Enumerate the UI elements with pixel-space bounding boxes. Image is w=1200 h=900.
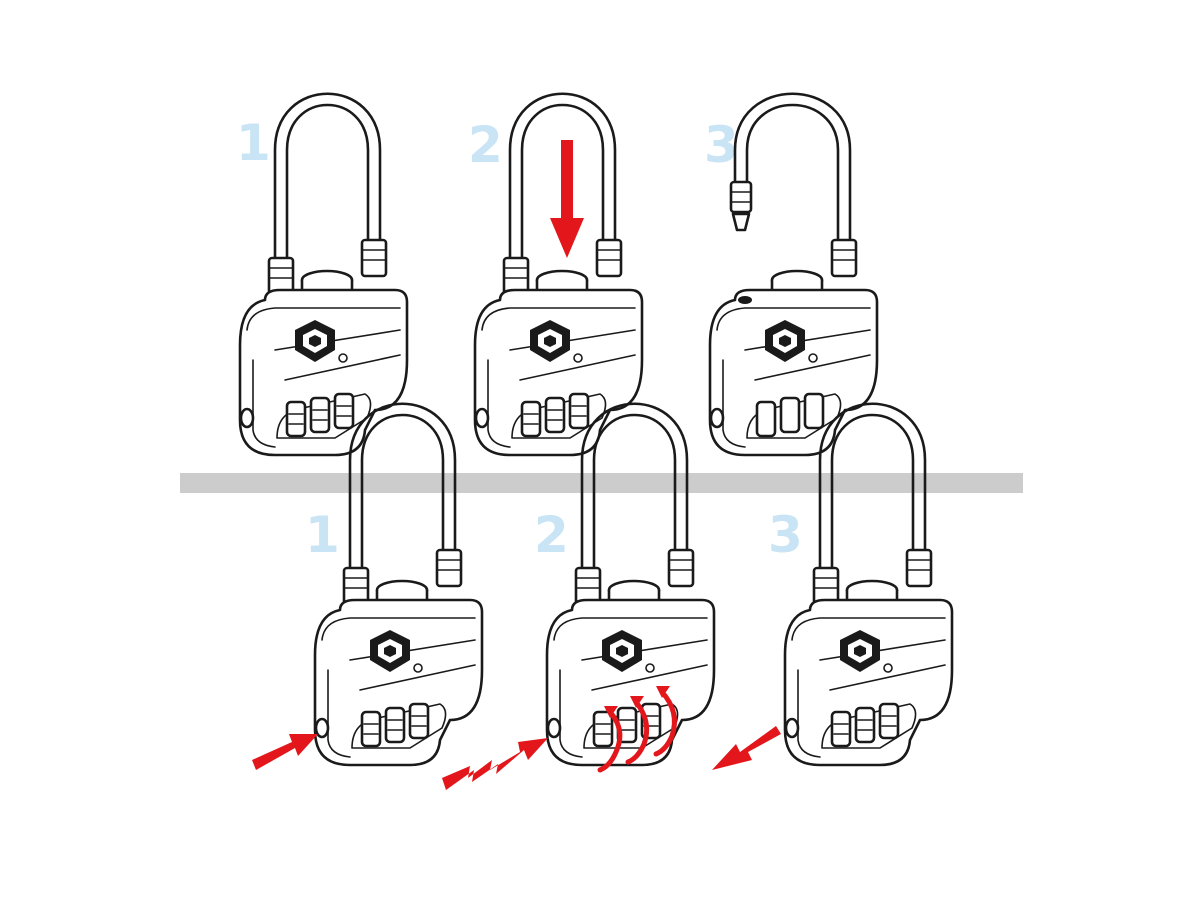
top-step-3-number: 3 — [704, 116, 739, 174]
push-pin-arrow-icon — [252, 734, 318, 770]
top-step-1-number: 1 — [236, 114, 271, 172]
row-divider — [180, 473, 1023, 493]
padlock-icon — [783, 402, 954, 767]
bottom-step-1-number: 1 — [305, 506, 340, 564]
padlock-icon — [545, 402, 716, 767]
release-pin-arrow-icon — [712, 726, 781, 770]
padlock-icon — [313, 402, 484, 767]
padlock-icon — [708, 92, 879, 457]
press-down-arrow-icon — [550, 140, 584, 258]
hold-pin-zigzag-arrow-icon — [442, 738, 548, 790]
bottom-step-2-number: 2 — [534, 506, 569, 564]
top-step-2-number: 2 — [468, 116, 503, 174]
bottom-step-3-number: 3 — [768, 506, 803, 564]
rotate-dials-arrow-icon — [597, 686, 677, 773]
